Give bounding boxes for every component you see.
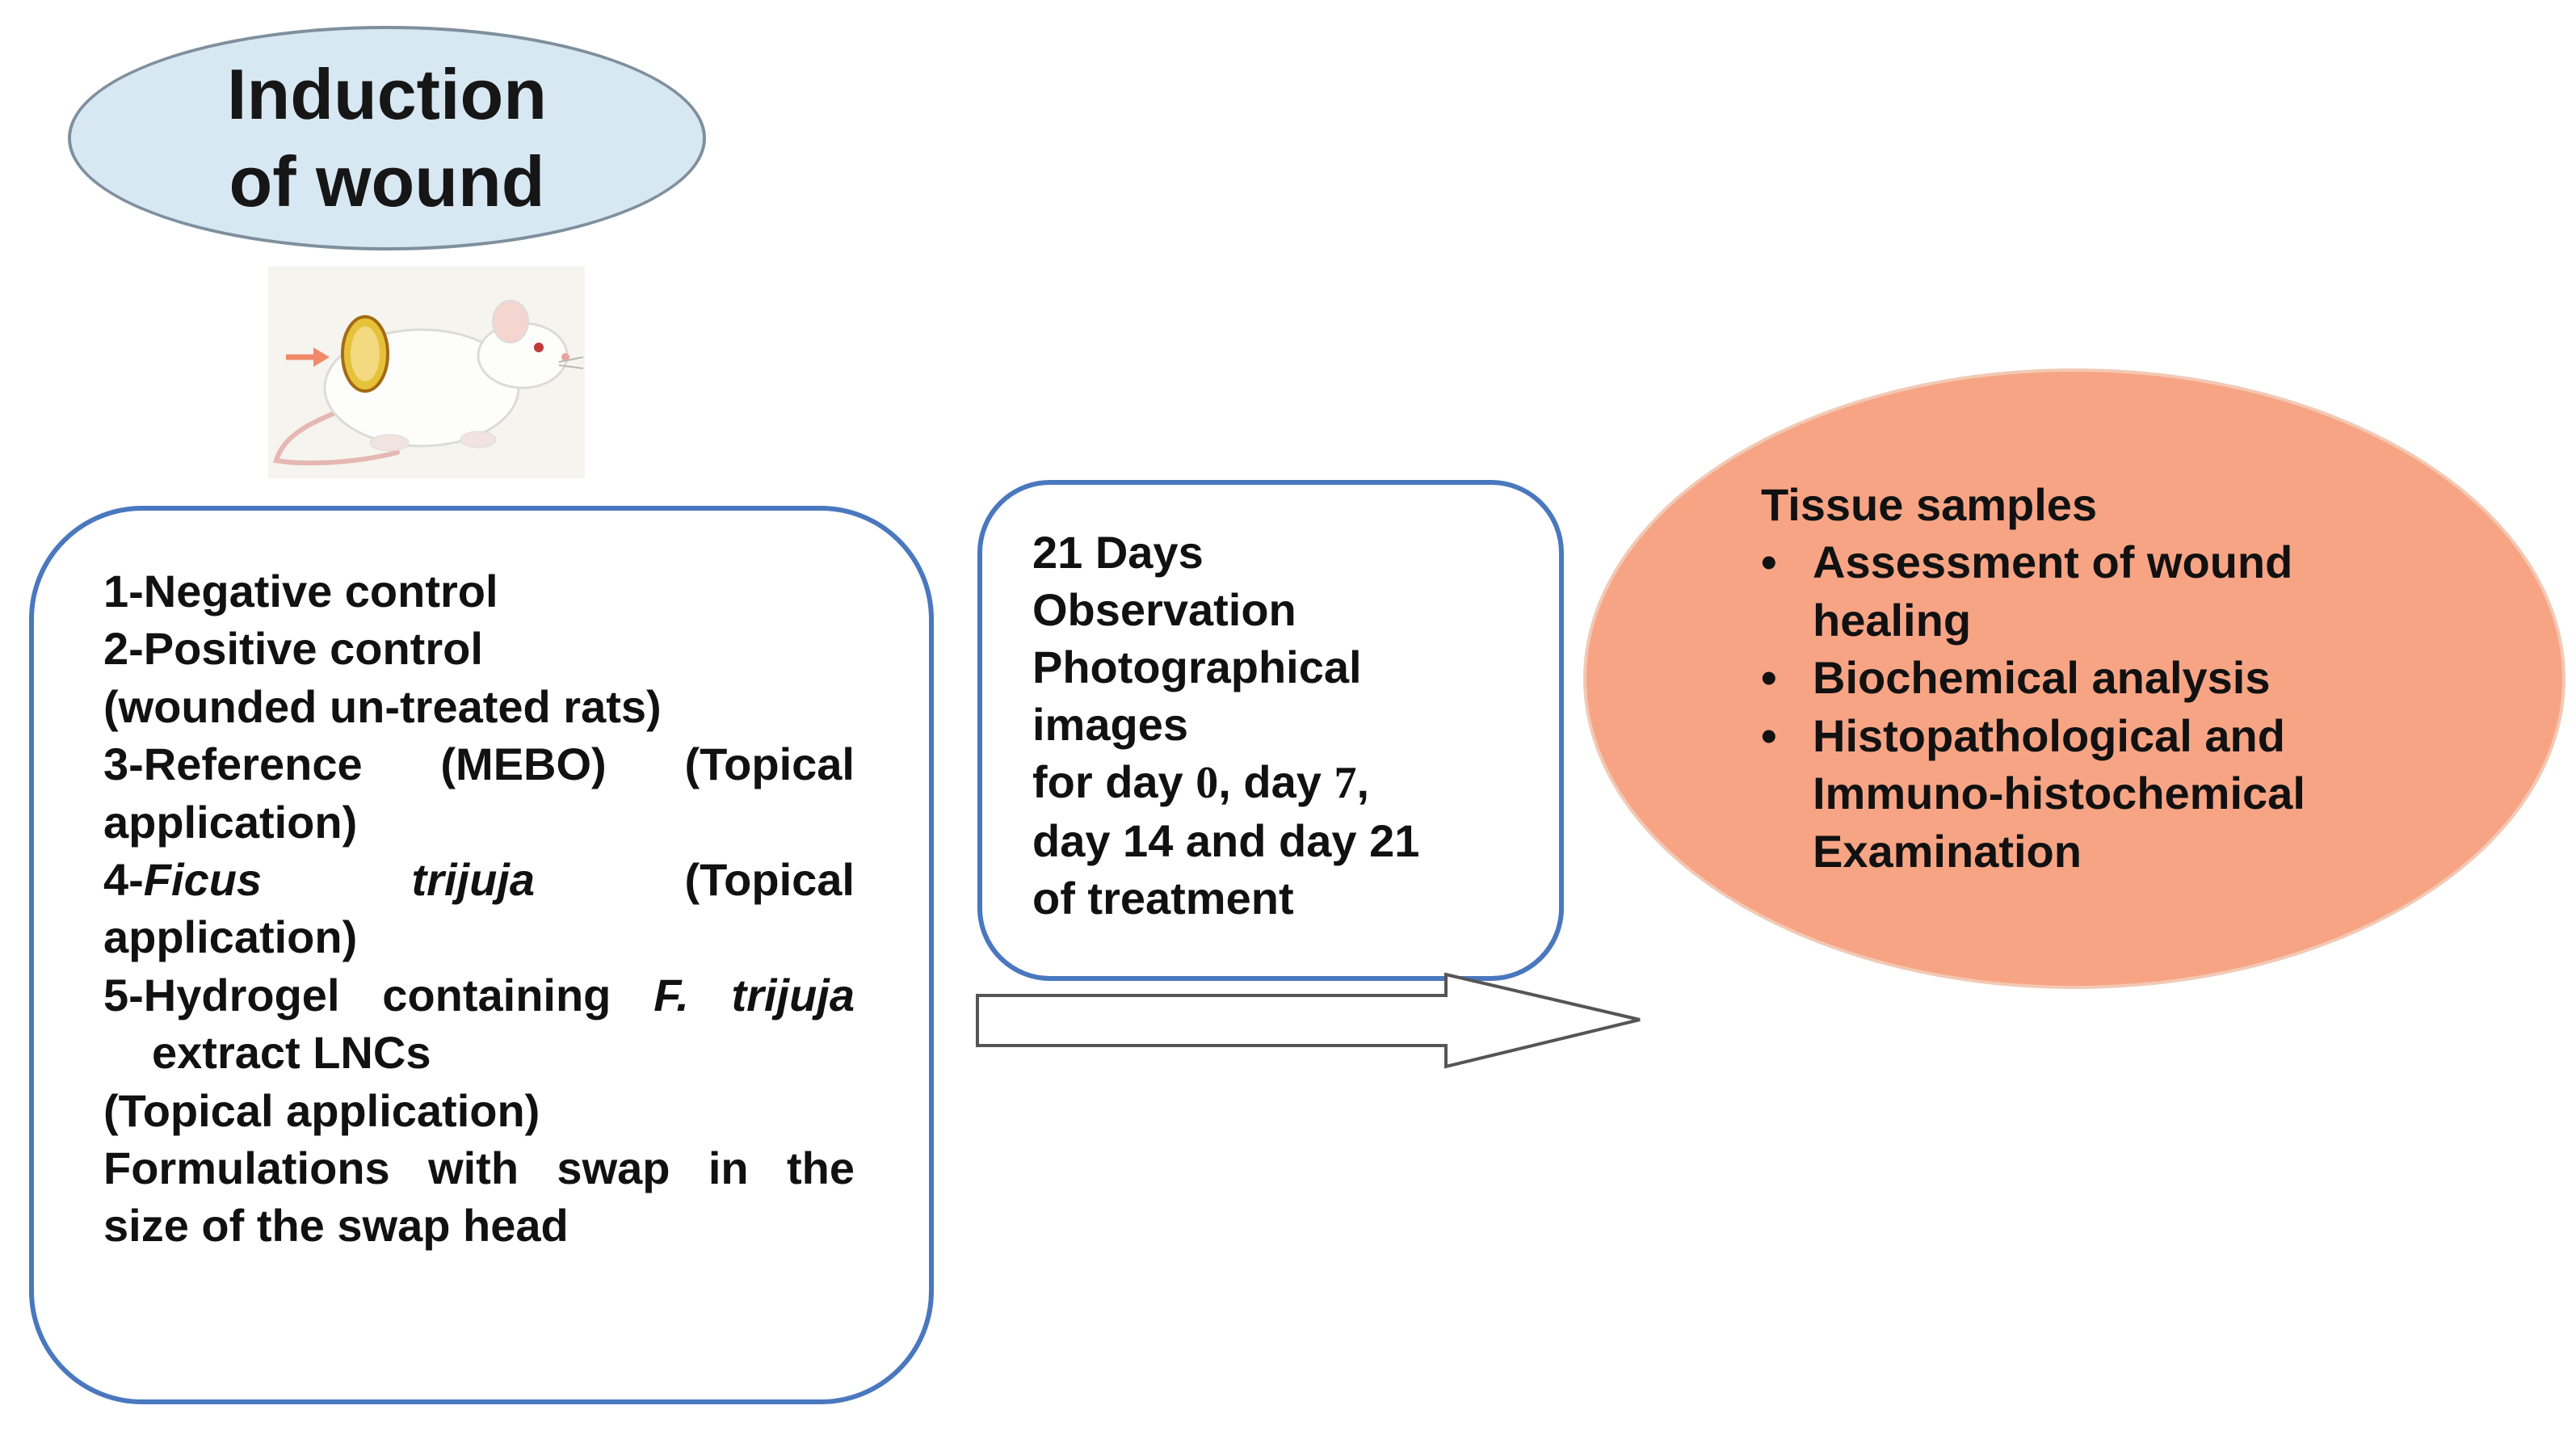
treatment-groups-text: 1-Negative control 2-Positive control (w…: [103, 562, 855, 1255]
observation-text: 21 Days Observation Photographical image…: [1032, 527, 1420, 924]
tissue-samples-title: Tissue samples: [1761, 479, 2098, 530]
group-5-cont: extract LNCs: [152, 1027, 431, 1079]
list-item: • Biochemical analysis: [1761, 652, 2271, 703]
wounded-rat-image: [268, 267, 585, 478]
tissue-samples-ellipse: [1583, 368, 2565, 989]
group-4: 4-Ficus trijuja (Topical: [103, 854, 855, 906]
group-3: 3-Reference (MEBO) (Topical: [103, 739, 855, 790]
group-5: 5-Hydrogel containing F. trijuja: [103, 969, 855, 1020]
tissue-samples-list: • Assessment of wound healing • Biochemi…: [1761, 533, 2375, 880]
group-3-cont: application): [103, 796, 358, 848]
group-1: 1-Negative control: [103, 566, 498, 617]
flow-arrow: [976, 972, 1641, 1069]
observation-box: [977, 480, 1564, 981]
group-4-cont: application): [103, 911, 358, 963]
formulations-note-cont: size of the swap head: [103, 1200, 569, 1252]
induction-title: Induction of wound: [227, 54, 547, 221]
induction-ellipse: Induction of wound: [68, 26, 706, 250]
list-item: • Assessment of wound healing: [1761, 537, 2293, 646]
formulations-note: Formulations with swap in the: [103, 1143, 855, 1194]
group-2-note: (wounded un-treated rats): [103, 680, 662, 732]
group-5-application: (Topical application): [103, 1084, 540, 1136]
treatment-groups-box: [29, 506, 934, 1404]
list-item: • Histopathological and Immuno-histochem…: [1761, 709, 2305, 877]
group-2: 2-Positive control: [103, 623, 483, 675]
